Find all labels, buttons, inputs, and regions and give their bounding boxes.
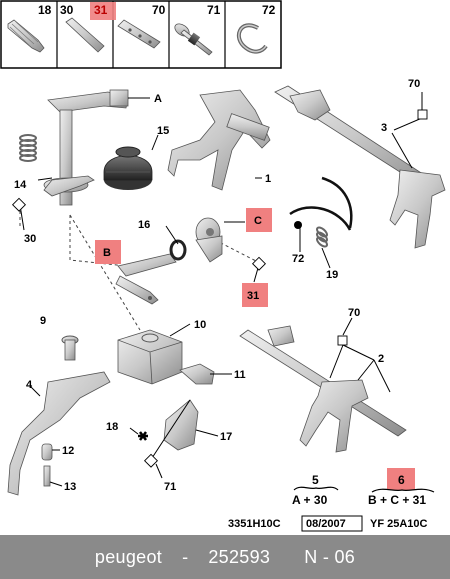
label-70a: 70 — [408, 78, 420, 90]
top-cell-31[interactable]: 31 — [90, 2, 161, 49]
label-17: 17 — [220, 431, 232, 443]
svg-text:31: 31 — [247, 290, 259, 302]
lever-B[interactable] — [115, 253, 177, 305]
label-3: 3 — [381, 122, 387, 134]
svg-text:B: B — [103, 247, 111, 259]
label-71: 71 — [164, 481, 176, 493]
top-label-31: 31 — [94, 3, 108, 17]
top-cell-72[interactable]: 72 — [236, 3, 276, 54]
top-parts-strip: 18 30 31 70 71 — [0, 0, 282, 69]
top-cell-71[interactable]: 71 — [173, 3, 221, 56]
label-15: 15 — [157, 125, 169, 137]
top-cell-70[interactable]: 70 — [152, 3, 166, 17]
spring-pin-icon — [117, 19, 161, 49]
ref-code-2: 08/2007 — [306, 518, 346, 530]
label-30: 30 — [24, 233, 36, 245]
kit-5-label: 5 — [312, 473, 319, 487]
label-72: 72 — [292, 253, 304, 265]
footer-code: N - 06 — [304, 546, 356, 567]
shift-fork-1[interactable] — [167, 89, 271, 191]
top-label-72: 72 — [262, 3, 276, 17]
highlight-6 — [387, 468, 415, 490]
label-4: 4 — [26, 379, 33, 391]
rubber-boot-15[interactable] — [103, 146, 153, 190]
o-ring-16[interactable] — [169, 239, 187, 261]
highlight-31[interactable]: 31 — [242, 283, 268, 307]
highlight-B[interactable]: B — [95, 240, 121, 264]
label-11: 11 — [234, 369, 246, 381]
housing-10[interactable] — [117, 329, 183, 385]
circlip-icon — [236, 23, 268, 54]
kit-5[interactable]: 5 A + 30 — [292, 473, 339, 507]
label-1: 1 — [265, 173, 271, 185]
callout-labels: A 15 14 1 3 70 30 16 72 19 9 10 11 4 12 … — [14, 78, 420, 493]
label-14: 14 — [14, 179, 27, 191]
label-10: 10 — [194, 319, 206, 331]
pin-icon — [65, 17, 105, 53]
kit-6-label: 6 — [398, 473, 405, 487]
footer-bar: peugeot - 252593 N - 06 — [0, 535, 450, 579]
label-19: 19 — [326, 269, 338, 281]
svg-text:C: C — [254, 215, 262, 227]
bolt-11[interactable] — [179, 363, 215, 385]
top-label-30: 30 — [60, 3, 74, 17]
pin-13[interactable] — [43, 465, 51, 487]
spring-14[interactable] — [19, 134, 37, 162]
shift-rail-3[interactable] — [274, 85, 446, 249]
circlip-dot — [294, 221, 302, 229]
star-18[interactable] — [138, 431, 148, 441]
label-18: 18 — [106, 421, 118, 433]
reference-codes: 3351H10C 08/2007 YF 25A10C — [228, 515, 428, 532]
kit-6[interactable]: 6 B + C + 31 — [368, 468, 435, 507]
selector-part-C[interactable] — [195, 217, 223, 263]
bracket-17[interactable] — [163, 399, 199, 451]
bushing-12[interactable] — [41, 443, 53, 461]
label-A: A — [154, 93, 162, 105]
screw-icon — [7, 19, 45, 53]
label-13: 13 — [64, 481, 76, 493]
pin-9[interactable] — [61, 335, 79, 361]
rivet-icon — [174, 23, 213, 56]
highlight-31 — [90, 2, 116, 20]
lever-4[interactable] — [7, 371, 111, 496]
label-70b: 70 — [348, 307, 360, 319]
kit-5-formula: A + 30 — [292, 493, 328, 507]
label-16: 16 — [138, 219, 150, 231]
highlight-C[interactable]: C — [246, 208, 272, 232]
label-2: 2 — [378, 353, 384, 365]
top-cell-18[interactable]: 18 — [7, 3, 52, 53]
exploded-parts-diagram: 18 30 31 70 71 — [0, 0, 446, 532]
top-label-71: 71 — [207, 3, 221, 17]
shift-rail-2[interactable] — [239, 325, 407, 453]
reference-squares — [11, 109, 428, 468]
label-12: 12 — [62, 445, 74, 457]
kit-6-formula: B + C + 31 — [368, 493, 426, 507]
selector-shaft-A[interactable] — [43, 89, 129, 206]
top-label-70: 70 — [152, 3, 166, 17]
footer-separator: - — [182, 546, 189, 567]
top-cell-30[interactable]: 30 — [60, 3, 105, 53]
footer-part-number: 252593 — [208, 546, 271, 567]
top-label-18: 18 — [38, 3, 52, 17]
spring-19[interactable] — [315, 226, 328, 248]
ref-code-1: 3351H10C — [228, 518, 281, 530]
footer-brand: peugeot — [94, 546, 163, 567]
circlip-72[interactable] — [289, 176, 353, 231]
leader-lines — [19, 92, 423, 487]
label-9: 9 — [40, 315, 46, 327]
ref-code-3: YF 25A10C — [370, 518, 428, 530]
